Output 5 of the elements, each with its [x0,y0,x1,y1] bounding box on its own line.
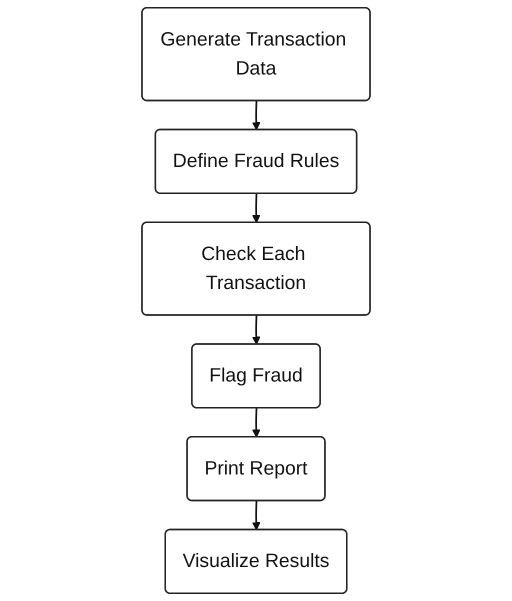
arrow [252,315,260,345]
arrow [252,500,260,530]
arrow [252,194,260,224]
arrow [252,100,260,130]
arrow [252,408,260,438]
